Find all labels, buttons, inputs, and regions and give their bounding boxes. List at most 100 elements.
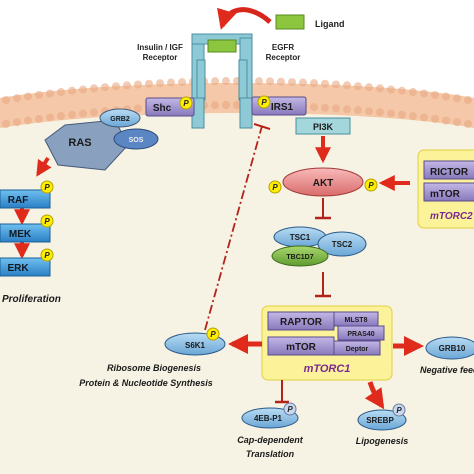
akt-phospho-right [364, 178, 378, 192]
srebp-node [357, 409, 407, 431]
insulin-receptor-label-1: Insulin / IGF [137, 43, 183, 52]
lipid-head [112, 82, 120, 91]
lipid-head [46, 89, 54, 98]
lipid-head [420, 89, 428, 98]
mek-label: MEK [9, 229, 32, 240]
lipid-head [35, 90, 43, 99]
proliferation-label: Proliferation [2, 294, 61, 305]
shc-phospho-label: P [183, 99, 189, 108]
lipid-head [420, 113, 428, 122]
shc-phospho [179, 96, 193, 110]
egfr-label-2: Receptor [266, 53, 301, 62]
sos-label: SOS [129, 137, 144, 144]
lipogenesis-label: Lipogenesis [356, 436, 409, 446]
lipid-head [2, 120, 10, 129]
s6k1-feedback-line [204, 125, 263, 331]
lipid-head [354, 82, 362, 91]
erk-phospho-label: P [44, 251, 50, 260]
lipid-head [2, 96, 10, 105]
srebp-phospho-label: P [396, 406, 402, 415]
mtor2-label: mTOR [430, 189, 461, 200]
irs1-phospho [257, 95, 271, 109]
lipid-head [79, 109, 87, 118]
lipid-head [365, 83, 373, 92]
lipid-head [233, 101, 241, 109]
akt-label: AKT [313, 178, 334, 189]
lipid-head [431, 90, 439, 99]
raptor-label: RAPTOR [280, 317, 323, 328]
ras-to-raf-arrow [36, 156, 52, 177]
lipid-head [321, 79, 329, 88]
lipid-head [409, 112, 417, 121]
erk-label: ERK [7, 263, 29, 274]
sos-node [113, 128, 159, 150]
akt-node [282, 167, 364, 197]
erk-node [0, 257, 51, 277]
lipid-head [409, 88, 417, 97]
srebp-label: SREBP [366, 416, 394, 425]
akt-phospho-left [268, 180, 282, 194]
rictor-node [423, 160, 474, 180]
ligand-label: Ligand [315, 19, 345, 29]
lipid-head [310, 103, 318, 112]
grb10-label: GRB10 [439, 344, 466, 353]
raf-phospho [40, 180, 54, 194]
lipid-head [343, 105, 351, 114]
lipid-head [464, 120, 472, 129]
lipid-head [57, 88, 65, 97]
deptor-label: Deptor [346, 346, 369, 353]
lipid-head [266, 77, 274, 86]
lipid-head [167, 78, 175, 87]
cap-label-1: Cap-dependent [237, 435, 304, 445]
raf-phospho-label: P [44, 183, 50, 192]
s6k1-phospho-label: P [210, 330, 216, 339]
lipid-head [123, 81, 131, 90]
ligand-icon [275, 14, 305, 30]
lipid-head [222, 77, 230, 86]
insulin-receptor-label-2: Receptor [143, 53, 178, 62]
lipid-head [156, 79, 164, 88]
mek-phospho [40, 214, 54, 228]
mtor1-label: mTOR [286, 342, 317, 353]
s6k1-phospho [206, 327, 220, 341]
cap-label-2: Translation [246, 449, 295, 459]
mtorc1-label: mTORC1 [304, 363, 351, 375]
irs1-label: IRS1 [271, 102, 294, 113]
lipid-head [398, 86, 406, 95]
lipid-head [332, 80, 340, 89]
membrane-lipid-heads [2, 77, 472, 129]
negative-feedback-label: Negative feedback [420, 365, 474, 375]
lipid-head [365, 107, 373, 116]
tsc1-label: TSC1 [290, 233, 311, 242]
tsc2-node [317, 231, 367, 257]
lipid-head [299, 78, 307, 87]
raf-label: RAF [8, 195, 29, 206]
lipid-head [376, 84, 384, 93]
4ebp1-label: 4EB-P1 [254, 414, 283, 423]
lipid-head [310, 79, 318, 88]
akt-phospho-right-label: P [368, 181, 374, 190]
lipid-head [57, 112, 65, 121]
lipid-head [24, 116, 32, 125]
4ebp1-phospho [283, 402, 297, 416]
lipid-head [398, 110, 406, 119]
srebp-phospho [392, 403, 406, 417]
grb2-label: GRB2 [110, 116, 130, 123]
lipid-head [134, 80, 142, 89]
mlst8-label: MLST8 [345, 317, 368, 324]
lipid-head [442, 116, 450, 125]
erk-phospho [40, 248, 54, 262]
akt-phospho-left-label: P [272, 183, 278, 192]
receptor-dimer [191, 33, 253, 129]
pi3k-label: PI3K [313, 122, 334, 132]
lipid-head [343, 81, 351, 90]
lipid-head [453, 94, 461, 103]
lipid-head [464, 96, 472, 105]
lipid-head [68, 86, 76, 95]
lipid-head [35, 114, 43, 123]
mtorc1-to-srebp-arrow [364, 381, 385, 410]
lipid-head [13, 94, 21, 103]
irs1-phospho-label: P [261, 98, 267, 107]
ribosome-label-1: Ribosome Biogenesis [107, 363, 201, 373]
